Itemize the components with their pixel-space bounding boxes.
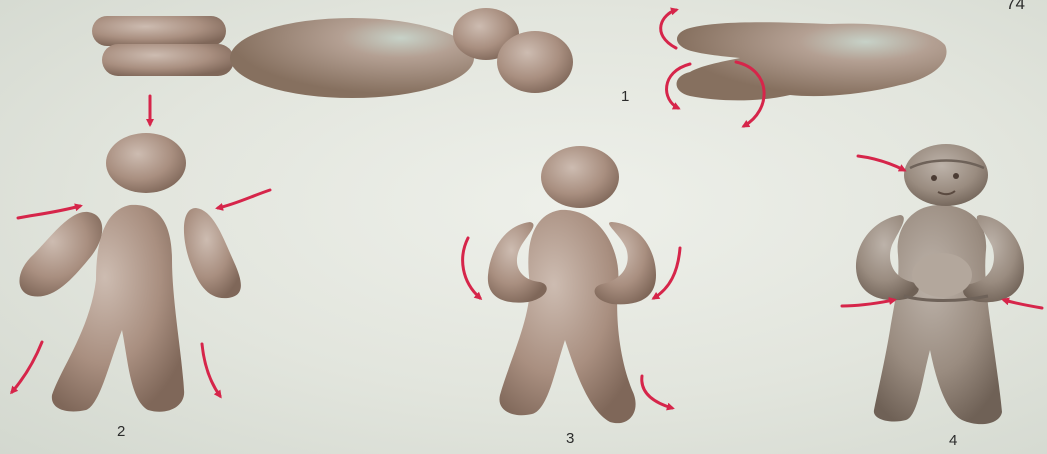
right-eye	[953, 173, 959, 179]
step-4-label: 4	[949, 432, 957, 449]
step-4-figure	[856, 144, 1024, 424]
arrow-step4-head	[858, 156, 904, 170]
arrow-step2-right-leg	[202, 344, 220, 396]
clay-head-ball-2	[497, 31, 573, 93]
clay-body-log	[230, 18, 474, 98]
arrow-step3-foot	[642, 376, 672, 408]
clay-roll-upper	[92, 16, 226, 46]
step-2-label: 2	[117, 423, 125, 440]
arrow-step3-left	[463, 238, 480, 298]
step-1-split-body	[677, 22, 947, 100]
arrow-step3-right	[654, 248, 680, 298]
left-arm-roll	[19, 212, 102, 297]
arrow-step2-left-leg	[12, 342, 42, 392]
arrow-step4-right-waist	[1004, 300, 1042, 308]
finished-head	[904, 144, 988, 206]
clay-roll-lower	[102, 44, 234, 76]
head-ball	[541, 146, 619, 208]
step-1-label: 1	[621, 88, 629, 105]
arrow-step2-right-arm	[218, 190, 270, 208]
right-arm-roll	[184, 208, 241, 298]
step-3-label: 3	[566, 430, 574, 447]
arrow-step1-curl-top	[661, 10, 676, 48]
split-clay-log	[677, 22, 947, 100]
left-eye	[931, 175, 937, 181]
page-number: 74	[1006, 0, 1025, 14]
step-3-figure	[488, 146, 656, 423]
arrow-step2-left-arm	[18, 206, 80, 218]
arrow-step4-left-waist	[842, 300, 894, 306]
finished-belly	[912, 253, 972, 297]
step-1-parts	[92, 8, 573, 98]
head-ball	[106, 133, 186, 193]
